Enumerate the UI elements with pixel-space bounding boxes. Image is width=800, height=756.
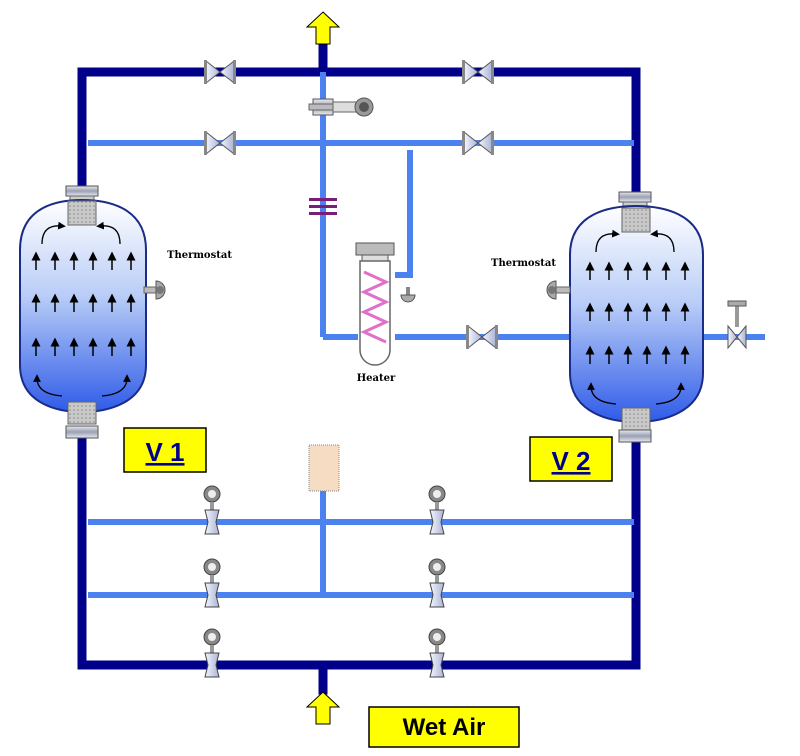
thermostat-label: Thermostat [167, 250, 232, 261]
v1-label: V 1 [145, 437, 184, 467]
gate-valve-icon[interactable] [727, 300, 747, 350]
v1-label-box: V 1 [123, 427, 207, 473]
actuated-valve-icon[interactable] [428, 558, 446, 608]
orifice-plate-icon [309, 198, 337, 215]
curved-arrow-icon [41, 221, 66, 245]
filter-icon [621, 407, 651, 431]
filter-icon [621, 207, 651, 233]
curved-arrow-icon [655, 382, 685, 405]
check-valve-icon[interactable] [466, 324, 498, 350]
wet-air-label: Wet Air [403, 714, 486, 741]
actuated-valve-icon[interactable] [203, 485, 221, 535]
heater-label: Heater [357, 373, 396, 384]
v2-label-box: V 2 [529, 436, 613, 482]
curved-arrow-icon [101, 374, 131, 397]
actuated-valve-icon[interactable] [203, 558, 221, 608]
yellow-up-arrow-icon [305, 691, 341, 725]
actuated-valve-icon[interactable] [203, 628, 221, 678]
curved-arrow-icon [650, 229, 675, 253]
dust-filter-icon [308, 444, 340, 492]
actuated-valve-icon[interactable] [428, 628, 446, 678]
heater-coil [360, 270, 390, 344]
v2-label: V 2 [551, 446, 590, 476]
dark-pipe-network [77, 40, 641, 695]
v1-bottom-flange [65, 425, 99, 439]
vessel-v1: Thermostat [19, 185, 232, 439]
thermostat-icon [143, 280, 166, 300]
butterfly-valve-icon[interactable] [462, 59, 494, 85]
curved-arrow-icon [96, 221, 121, 245]
actuated-valve-icon[interactable] [428, 485, 446, 535]
v2-body [569, 204, 704, 424]
heater-cap [355, 242, 395, 256]
yellow-up-arrow-icon [305, 11, 341, 45]
heater-sensor-icon [400, 287, 416, 303]
v1-flow-arrows [31, 221, 136, 397]
switching-valves [203, 485, 446, 678]
curved-arrow-icon [587, 382, 617, 405]
vessel-v2: Thermostat [491, 191, 747, 443]
thermostat-label: Thermostat [491, 258, 556, 269]
butterfly-valve-icon[interactable] [204, 59, 236, 85]
v1-top-flange [65, 185, 99, 197]
heater: Heater [355, 242, 416, 384]
top-valves [204, 59, 498, 350]
wet-air-label-box: Wet Air [368, 706, 520, 748]
curved-arrow-icon [595, 229, 620, 253]
filter-icon [67, 200, 97, 226]
actuated-valve-icon[interactable] [308, 97, 374, 117]
butterfly-valve-icon[interactable] [204, 130, 236, 156]
curved-arrow-icon [33, 374, 63, 397]
thermostat-icon [546, 280, 571, 300]
v2-top-flange [618, 191, 652, 203]
butterfly-valve-icon[interactable] [462, 130, 494, 156]
filter-icon [67, 401, 97, 425]
heater-return-pipe [395, 150, 413, 278]
v2-flow-arrows [585, 229, 690, 405]
v2-bottom-flange [618, 429, 652, 443]
